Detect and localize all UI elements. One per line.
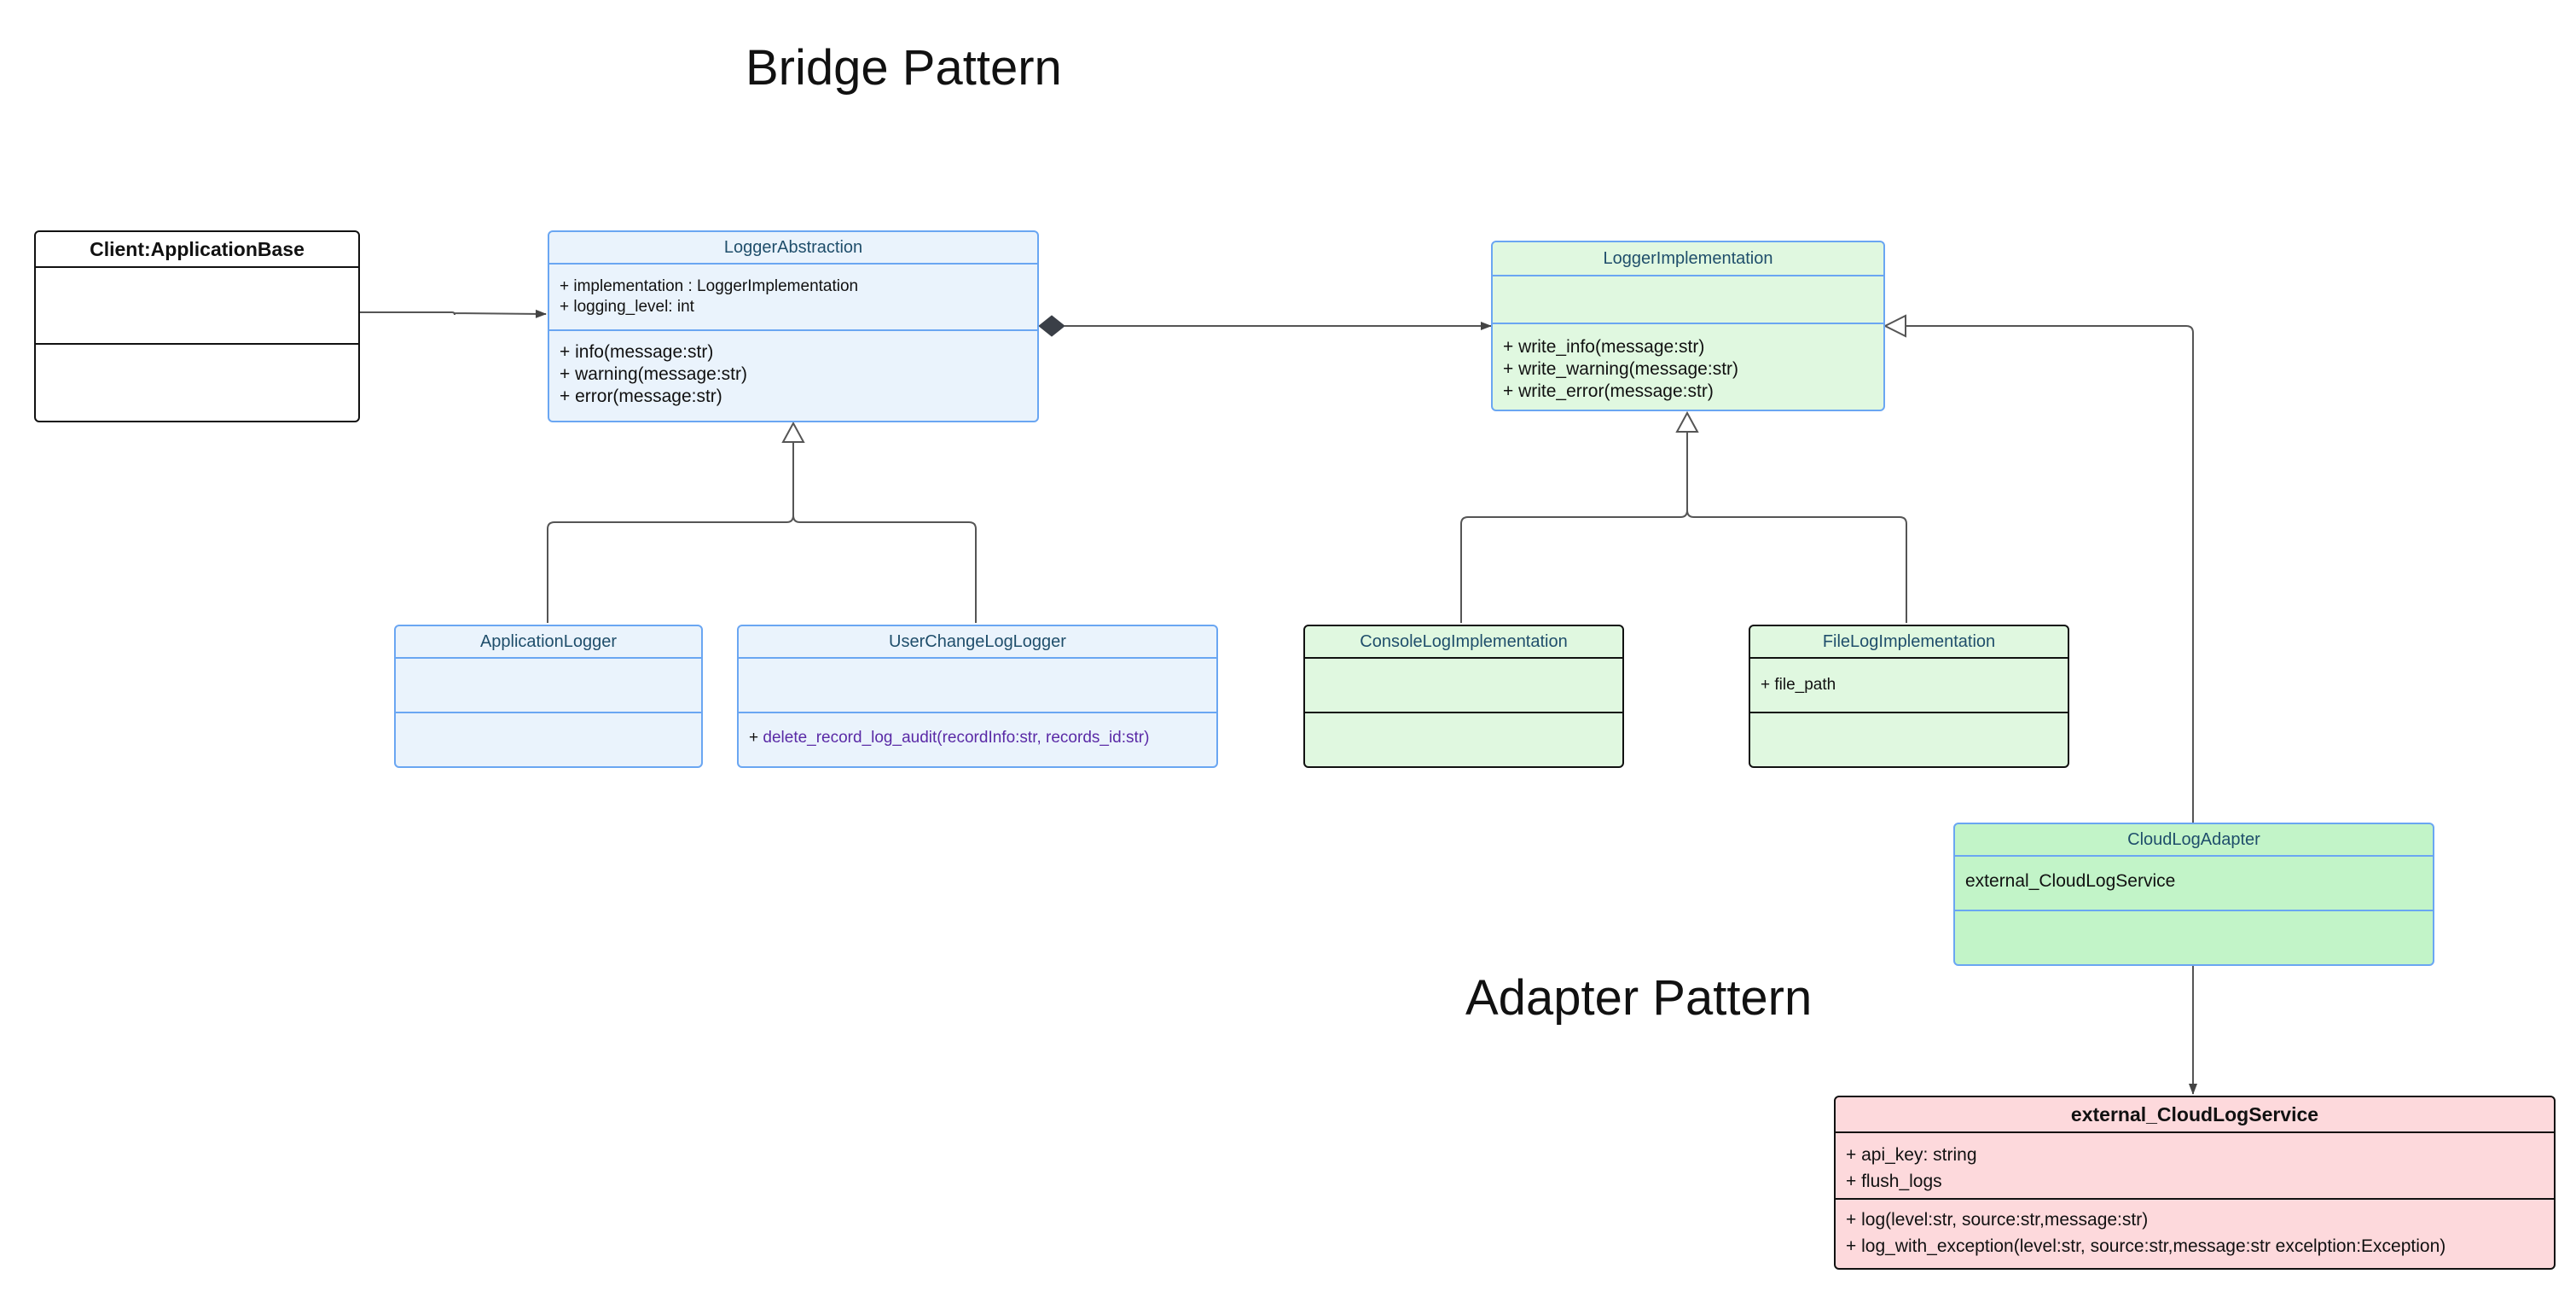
association-client-to-abstraction xyxy=(357,309,547,318)
method: + write_warning(message:str) xyxy=(1503,359,1739,379)
external-cloud-log-service-class[interactable]: external_CloudLogService + api_key: stri… xyxy=(1834,1096,2556,1270)
class-name: Client:ApplicationBase xyxy=(36,232,358,268)
inheritance-cloud-log-adapter xyxy=(1906,325,2194,823)
logger-abstraction-class[interactable]: LoggerAbstraction + implementation : Log… xyxy=(548,230,1039,422)
methods-section xyxy=(1305,713,1622,730)
class-name: LoggerImplementation xyxy=(1493,242,1883,276)
method: + write_error(message:str) xyxy=(1503,381,1714,401)
class-name: LoggerAbstraction xyxy=(549,232,1037,265)
file-log-implementation-class[interactable]: FileLogImplementation + file_path xyxy=(1749,625,2069,768)
method: delete_record_log_audit(recordInfo:str, … xyxy=(763,729,1150,747)
bridge-pattern-title: Bridge Pattern xyxy=(746,40,1062,96)
class-name: FileLogImplementation xyxy=(1750,626,2068,659)
methods-section: + delete_record_log_audit(recordInfo:str… xyxy=(739,713,1216,757)
class-name: CloudLogAdapter xyxy=(1955,824,2433,857)
application-logger-class[interactable]: ApplicationLogger xyxy=(394,625,703,768)
inheritance-file-log-implementation xyxy=(1686,509,1907,623)
method: + info(message:str) xyxy=(560,342,714,362)
class-name: UserChangeLogLogger xyxy=(739,626,1216,659)
client-application-base-class[interactable]: Client:ApplicationBase xyxy=(34,230,360,422)
methods-section: + log(level:str, source:str,message:str)… xyxy=(1836,1200,2554,1268)
method: + log_with_exception(level:str, source:s… xyxy=(1846,1236,2446,1256)
methods-section xyxy=(1955,911,2433,928)
attributes-section xyxy=(36,268,358,345)
inheritance-triangle-abstraction xyxy=(781,421,805,443)
methods-section xyxy=(36,345,358,362)
adapter-pattern-title: Adapter Pattern xyxy=(1465,970,1813,1026)
attributes-section xyxy=(1493,276,1883,324)
logger-implementation-class[interactable]: LoggerImplementation + write_info(messag… xyxy=(1491,241,1885,411)
console-log-implementation-class[interactable]: ConsoleLogImplementation xyxy=(1303,625,1624,768)
method-prefix: + xyxy=(749,729,759,747)
attributes-section: + file_path xyxy=(1750,659,2068,713)
user-change-log-logger-class[interactable]: UserChangeLogLogger + delete_record_log_… xyxy=(737,625,1218,768)
attributes-section xyxy=(1305,659,1622,713)
inheritance-triangle-adapter xyxy=(1883,314,1906,338)
attributes-section xyxy=(739,659,1216,713)
attribute: + logging_level: int xyxy=(560,298,694,316)
attribute: + flush_logs xyxy=(1846,1172,1942,1191)
cloud-log-adapter-class[interactable]: CloudLogAdapter external_CloudLogService xyxy=(1953,823,2434,966)
attribute: + implementation : LoggerImplementation xyxy=(560,277,859,295)
attributes-section: + api_key: string + flush_logs xyxy=(1836,1133,2554,1200)
attribute: external_CloudLogService xyxy=(1965,871,2176,891)
methods-section xyxy=(396,713,701,730)
method: + error(message:str) xyxy=(560,387,722,406)
methods-section: + write_info(message:str) + write_warnin… xyxy=(1493,324,1883,410)
methods-section: + info(message:str) + warning(message:st… xyxy=(549,331,1037,416)
method: + log(level:str, source:str,message:str) xyxy=(1846,1210,2149,1230)
composition-diamond xyxy=(1038,315,1065,337)
inheritance-user-change-log-logger xyxy=(792,515,977,623)
class-name: external_CloudLogService xyxy=(1836,1097,2554,1133)
attributes-section: external_CloudLogService xyxy=(1955,857,2433,911)
inheritance-triangle-implementation xyxy=(1675,410,1699,433)
method: + warning(message:str) xyxy=(560,364,747,384)
class-name: ConsoleLogImplementation xyxy=(1305,626,1622,659)
class-name: ApplicationLogger xyxy=(396,626,701,659)
methods-section xyxy=(1750,713,2068,730)
attribute: + file_path xyxy=(1761,676,1836,694)
inheritance-application-logger xyxy=(547,442,794,623)
attributes-section xyxy=(396,659,701,713)
inheritance-console-log-implementation xyxy=(1460,432,1688,623)
attributes-section: + implementation : LoggerImplementation … xyxy=(549,265,1037,331)
attribute: + api_key: string xyxy=(1846,1145,1977,1165)
method: + write_info(message:str) xyxy=(1503,337,1705,357)
